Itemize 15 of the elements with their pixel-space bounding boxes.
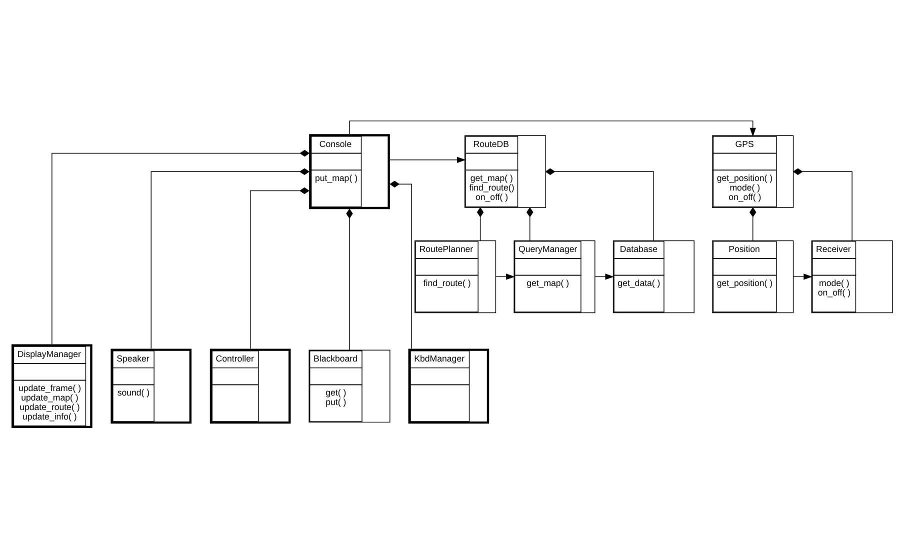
- connector: [150, 168, 310, 348]
- arrow: [349, 120, 756, 136]
- connector: [390, 180, 412, 349]
- connector: [52, 149, 310, 344]
- connector: [346, 208, 353, 350]
- connector: [250, 186, 310, 348]
- connector: [792, 168, 852, 240]
- arrow: [390, 156, 466, 162]
- arrow: [793, 273, 812, 280]
- connector: [750, 206, 756, 240]
- arrow: [496, 273, 515, 280]
- connector: [526, 206, 534, 240]
- connector: [476, 206, 484, 240]
- connector: [545, 168, 654, 240]
- arrow: [594, 273, 614, 280]
